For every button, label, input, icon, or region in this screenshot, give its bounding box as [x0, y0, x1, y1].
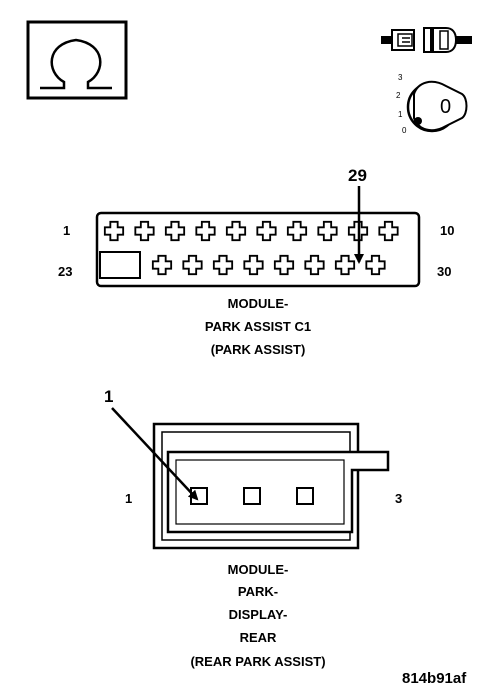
c1-caption-line-1: MODULE- — [228, 296, 289, 311]
ignition-position-3: 3 — [398, 73, 403, 82]
pin-number-1: 1 — [63, 223, 70, 238]
callout-arrow-1 — [111, 407, 199, 501]
key-position-marker — [414, 117, 422, 125]
terminal-cavity-3 — [296, 487, 314, 505]
park-assist-c1-connector — [95, 211, 421, 288]
ignition-position-1: 1 — [398, 110, 403, 119]
ohm-symbol-icon — [26, 20, 128, 100]
display-caption-line-3: DISPLAY- — [229, 607, 288, 622]
c1-caption-line-3: (PARK ASSIST) — [211, 342, 306, 357]
display-caption-line-5: (REAR PARK ASSIST) — [190, 654, 325, 669]
c1-caption-line-2: PARK ASSIST C1 — [205, 319, 311, 334]
display-caption-line-2: PARK- — [238, 584, 278, 599]
display-caption-line-4: REAR — [240, 630, 277, 645]
pin-number-30: 30 — [437, 264, 451, 279]
callout-pin-29: 29 — [348, 166, 367, 185]
terminal-cavity-2 — [243, 487, 261, 505]
pin-number-10: 10 — [440, 223, 454, 238]
park-display-rear-connector — [152, 422, 390, 550]
ignition-key-icon: 0 3 2 1 0 — [396, 73, 468, 135]
key-position-label: 0 — [440, 96, 451, 118]
connector-disconnect-icon — [381, 27, 472, 53]
figure-id: 814b91af — [402, 670, 467, 687]
display-pin-number-1: 1 — [125, 491, 132, 506]
connector-key-slot — [99, 251, 141, 279]
callout-pin-1: 1 — [104, 387, 113, 406]
ignition-position-2: 2 — [396, 91, 401, 100]
display-pin-number-3: 3 — [395, 491, 402, 506]
pin-number-23: 23 — [58, 264, 72, 279]
ignition-position-0: 0 — [402, 126, 407, 135]
display-caption-line-1: MODULE- — [228, 562, 289, 577]
